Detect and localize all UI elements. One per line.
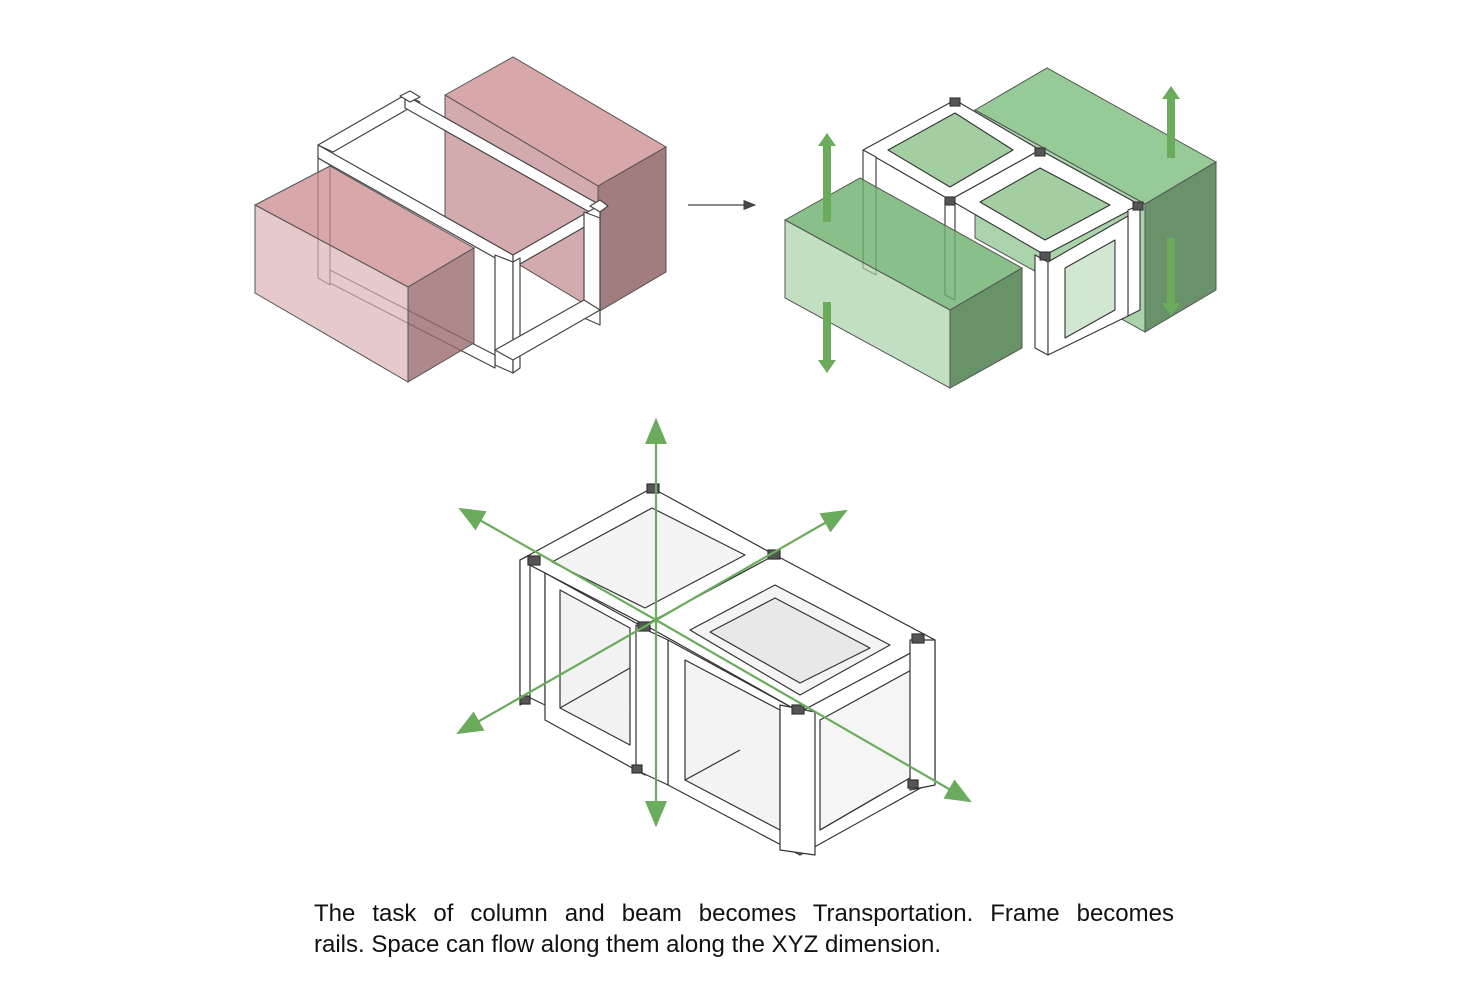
red-volume-front	[253, 165, 475, 383]
axis-arrow-icon	[456, 417, 972, 828]
caption-line-1: The task of column and beam becomes Tran…	[314, 900, 1174, 927]
y-axis-lower-left	[456, 619, 657, 735]
green-volume-front	[783, 177, 1024, 389]
xyz-frame-diagram	[456, 417, 972, 856]
x-axis-upper-left	[458, 507, 657, 621]
red-volumes-diagram	[253, 56, 667, 383]
green-volumes-diagram	[783, 67, 1218, 389]
double-arrow-vertical-icon	[818, 86, 1180, 373]
modular-frame-pair	[862, 97, 1144, 356]
caption-line-2: rails. Space can flow along them along t…	[314, 931, 942, 958]
y-axis-upper-right	[655, 509, 848, 621]
double-cube-frame	[519, 483, 936, 856]
diagram-caption: The task of column and beam becomes Tran…	[314, 898, 1174, 960]
x-axis-lower-right	[655, 619, 972, 803]
